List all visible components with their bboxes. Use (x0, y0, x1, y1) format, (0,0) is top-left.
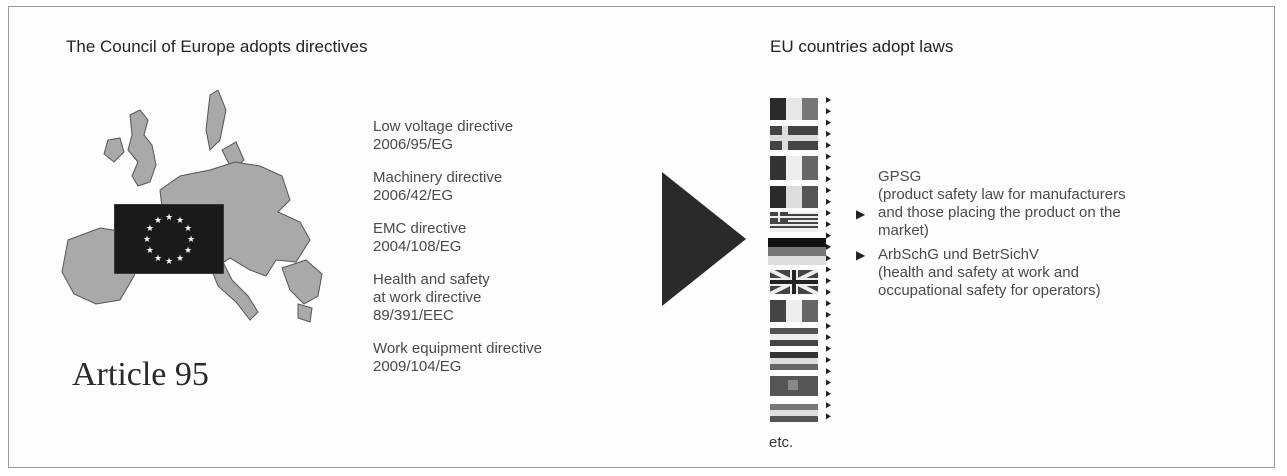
directive-line: 2009/104/EG (373, 358, 462, 375)
triangle-bullet-icon: ▶ (856, 248, 866, 262)
eu-star-icon: ★ (176, 215, 184, 225)
eu-star-icon: ★ (184, 245, 192, 255)
pointer-icon (826, 413, 831, 420)
directive-line: Work equipment directive (373, 340, 542, 357)
pointer-column (826, 97, 831, 420)
pointer-icon (826, 379, 831, 386)
directive-line: 2004/108/EG (373, 238, 462, 255)
flag-icon (770, 156, 818, 180)
pointer-icon (826, 255, 831, 262)
flag-icon (770, 300, 818, 322)
pointer-icon (826, 108, 831, 115)
pointer-icon (826, 232, 831, 239)
directive-line: 89/391/EEC (373, 307, 454, 324)
flag-icon (770, 404, 818, 422)
eu-star-icon: ★ (165, 256, 173, 266)
law-line: GPSG (878, 168, 922, 185)
pointer-icon (826, 334, 831, 341)
pointer-icon (826, 153, 831, 160)
pointer-icon (826, 402, 831, 409)
law-item: ▶ ArbSchG und BetrSichV (health and safe… (856, 246, 1236, 300)
flag-stack (768, 98, 826, 422)
pointer-icon (826, 210, 831, 216)
directive-list: Low voltage directive 2006/95/EG Machine… (373, 118, 653, 391)
eu-star-icon: ★ (154, 215, 162, 225)
eu-flag-icon: ★★★★★★★★★★★★ (114, 204, 224, 274)
eu-star-icon: ★ (187, 234, 195, 244)
directive-item: Machinery directive 2006/42/EG (373, 169, 653, 205)
pointer-icon (826, 130, 831, 137)
flag-icon (770, 126, 818, 150)
pointer-icon (826, 221, 831, 228)
right-triangle-arrow-icon (662, 172, 746, 306)
pointer-icon (826, 97, 831, 103)
article-label: Article 95 (72, 356, 209, 393)
pointer-icon (826, 142, 831, 149)
directive-item: EMC directive 2004/108/EG (373, 220, 653, 256)
country-flags-column (768, 97, 831, 422)
directive-line: Health and safety (373, 271, 490, 288)
pointer-icon (826, 390, 831, 397)
directive-line: 2006/95/EG (373, 136, 454, 153)
pointer-icon (826, 198, 831, 205)
etc-label: etc. (769, 434, 794, 451)
laws-list: ▶ GPSG (product safety law for manufactu… (856, 168, 1236, 300)
directive-item: Work equipment directive 2009/104/EG (373, 340, 653, 376)
right-heading: EU countries adopt laws (770, 37, 954, 56)
flag-icon (768, 238, 826, 265)
pointer-icon (826, 311, 831, 318)
directive-line: Machinery directive (373, 169, 503, 186)
flag-icon (770, 98, 818, 120)
law-line: occupational safety for operators) (878, 282, 1101, 299)
law-item: ▶ GPSG (product safety law for manufactu… (856, 168, 1236, 240)
left-heading: The Council of Europe adopts directives (66, 37, 368, 56)
pointer-icon (826, 266, 831, 273)
flag-icon (770, 328, 818, 346)
pointer-icon (826, 187, 831, 194)
pointer-icon (826, 277, 831, 284)
eu-star-icon: ★ (146, 245, 154, 255)
pointer-icon (826, 345, 831, 352)
directive-line: Low voltage directive (373, 118, 514, 135)
directive-line: at work directive (373, 289, 482, 306)
eu-star-icon: ★ (146, 223, 154, 233)
directive-item: Health and safety at work directive 89/3… (373, 271, 653, 325)
eu-star-icon: ★ (165, 212, 173, 222)
flag-icon (769, 268, 819, 296)
law-line: (health and safety at work and (878, 264, 1079, 281)
pointer-icon (826, 356, 831, 363)
triangle-bullet-icon: ▶ (856, 207, 866, 221)
pointer-icon (826, 243, 831, 250)
pointer-icon (826, 300, 831, 307)
pointer-icon (826, 176, 831, 183)
eu-star-icon: ★ (143, 234, 151, 244)
eu-star-icon: ★ (154, 253, 162, 263)
flag-icon (770, 376, 818, 396)
directive-line: 2006/42/EG (373, 187, 454, 204)
flag-icon (770, 352, 818, 370)
directive-line: EMC directive (373, 220, 467, 237)
law-line: (product safety law for manufacturers (878, 186, 1126, 203)
pointer-icon (826, 164, 831, 171)
directive-item: Low voltage directive 2006/95/EG (373, 118, 653, 154)
law-line: ArbSchG und BetrSichV (878, 246, 1039, 263)
pointer-icon (826, 289, 831, 296)
pointer-icon (826, 368, 831, 375)
eu-star-icon: ★ (176, 253, 184, 263)
law-line: and those placing the product on the (878, 204, 1121, 221)
flag-icon (770, 186, 818, 208)
pointer-icon (826, 119, 831, 126)
flag-icon (770, 212, 818, 232)
law-line: market) (878, 222, 929, 239)
eu-star-icon: ★ (184, 223, 192, 233)
pointer-icon (826, 323, 831, 329)
